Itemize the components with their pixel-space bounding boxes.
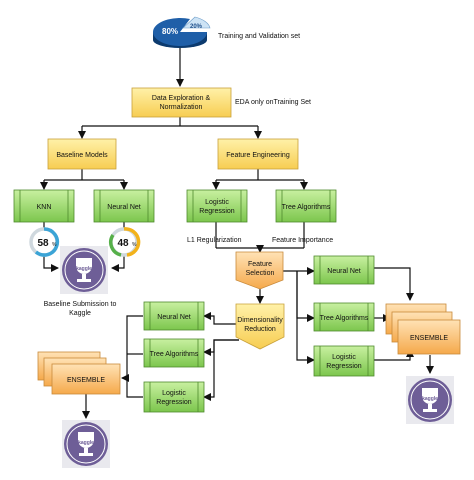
knn-box: KNN xyxy=(13,189,75,223)
feature-selection-label-1: Feature xyxy=(248,261,272,268)
nn-score: 48 xyxy=(117,238,129,249)
left-neural-net-box: Neural Net xyxy=(143,301,205,331)
left-ensemble-stack: ENSEMBLE xyxy=(37,351,121,395)
train-validation-pie: 80% 20% xyxy=(152,16,211,48)
connectors xyxy=(40,48,434,419)
feature-engineering-label: Feature Engineering xyxy=(226,152,290,159)
eda-label-1: Data Exploration & xyxy=(152,95,211,102)
right-ensemble-stack: ENSEMBLE xyxy=(385,303,461,355)
tree-fe-label: Tree Algorithms xyxy=(282,204,331,211)
logreg-fe-label-1: Logistic xyxy=(205,199,229,206)
kaggle-trophy-icon: kaggle xyxy=(60,246,108,294)
left-logreg-label-2: Regression xyxy=(156,399,192,406)
feature-selection-label-2: Selection xyxy=(246,270,275,277)
tree-fe-box: Tree Algorithms xyxy=(275,189,337,223)
knn-score: 58 xyxy=(37,238,49,249)
eda-box: Data Exploration & Normalization xyxy=(131,87,232,118)
dim-reduction-label-1: Dimensionality xyxy=(237,317,283,324)
left-neural-net-label: Neural Net xyxy=(157,314,191,321)
left-ensemble-label: ENSEMBLE xyxy=(67,377,105,384)
neural-net-baseline-box: Neural Net xyxy=(93,189,155,223)
left-tree-box: Tree Algorithms xyxy=(143,338,205,368)
baseline-models-box: Baseline Models xyxy=(47,138,117,170)
pie-80-label: 80% xyxy=(162,27,178,36)
logreg-fe-box: Logistic Regression xyxy=(186,189,248,223)
l1-label: L1 Regularization xyxy=(187,237,242,244)
knn-label: KNN xyxy=(37,204,52,211)
right-ensemble-label: ENSEMBLE xyxy=(410,335,448,342)
right-tree-label: Tree Algorithms xyxy=(320,315,369,322)
right-neural-net-box: Neural Net xyxy=(313,255,375,285)
nn-score-ring: 48 % xyxy=(109,227,141,257)
right-tree-box: Tree Algorithms xyxy=(313,302,375,332)
knn-score-unit: % xyxy=(52,242,57,248)
neural-net-baseline-label: Neural Net xyxy=(107,204,141,211)
dim-reduction-label-2: Reduction xyxy=(244,326,276,333)
submission-line-1: Baseline Submission to xyxy=(44,301,117,308)
nn-score-unit: % xyxy=(132,242,137,248)
dim-reduction-shape: Dimensionality Reduction xyxy=(235,303,285,350)
eda-note: EDA only onTraining Set xyxy=(235,99,311,106)
submission-line-2: Kaggle xyxy=(69,310,91,317)
kaggle-trophy-right-icon: kaggle xyxy=(406,376,454,424)
baseline-label: Baseline Models xyxy=(56,152,108,159)
logreg-fe-label-2: Regression xyxy=(199,208,235,215)
left-logreg-box: Logistic Regression xyxy=(143,381,205,413)
right-logreg-box: Logistic Regression xyxy=(313,345,375,377)
kaggle-left-text: kaggle xyxy=(78,440,94,446)
eda-label-2: Normalization xyxy=(160,104,203,111)
feature-engineering-box: Feature Engineering xyxy=(217,138,299,170)
right-logreg-label-1: Logistic xyxy=(332,354,356,361)
kaggle-text: kaggle xyxy=(76,266,92,272)
feature-selection-shape: Feature Selection xyxy=(235,251,284,290)
pie-20-label: 20% xyxy=(190,24,203,30)
kaggle-right-text: kaggle xyxy=(422,396,438,402)
knn-score-ring: 58 % xyxy=(29,227,60,257)
right-neural-net-label: Neural Net xyxy=(327,268,361,275)
right-logreg-label-2: Regression xyxy=(326,363,362,370)
pie-caption: Training and Validation set xyxy=(218,33,300,40)
importance-label: Feature Importance xyxy=(272,237,333,244)
left-tree-label: Tree Algorithms xyxy=(150,351,199,358)
left-logreg-label-1: Logistic xyxy=(162,390,186,397)
kaggle-trophy-left-icon: kaggle xyxy=(62,420,110,468)
